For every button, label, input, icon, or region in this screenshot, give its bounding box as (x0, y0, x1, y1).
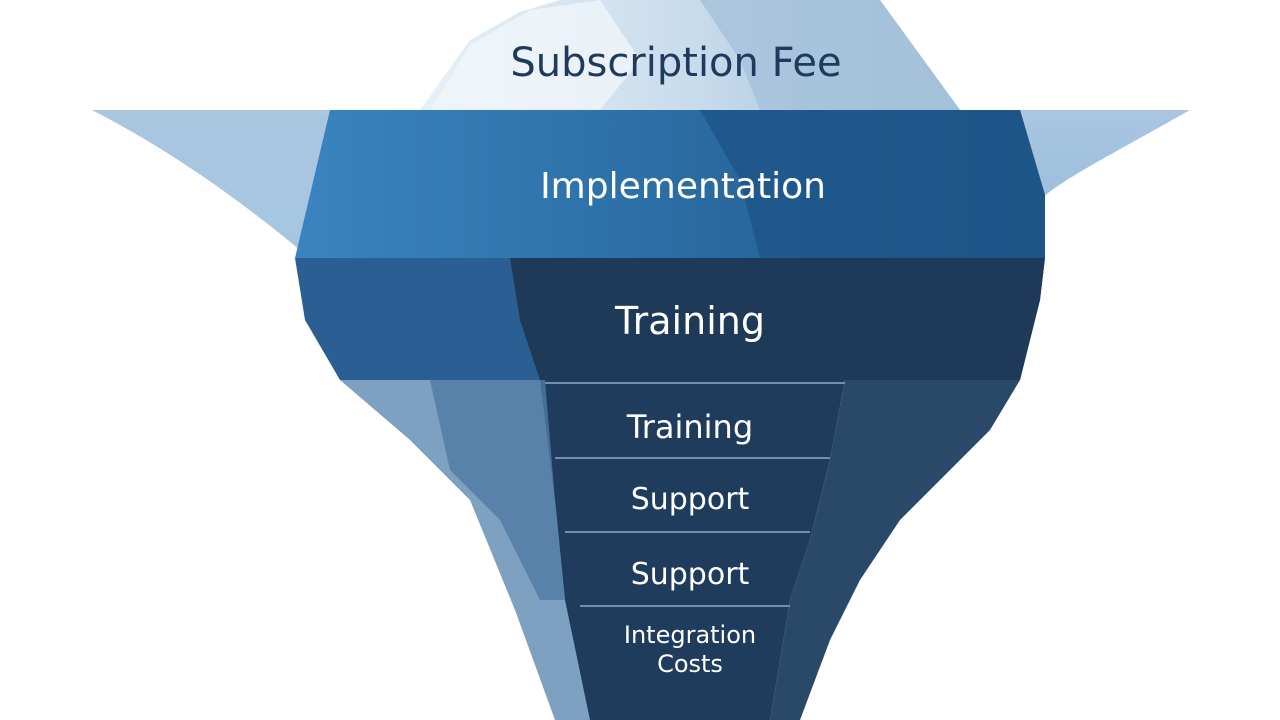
iceberg-lower-right (770, 380, 1020, 720)
label-support-2: Support (631, 557, 750, 592)
iceberg-tip-light (430, 0, 640, 110)
band-implementation-dark (700, 110, 1045, 258)
iceberg-lower-core (540, 380, 845, 720)
label-implementation: Implementation (540, 166, 826, 207)
iceberg-lower-midleft (430, 380, 565, 600)
label-support-1: Support (631, 482, 750, 517)
iceberg-tip-shade (700, 0, 960, 110)
label-subscription-fee: Subscription Fee (510, 40, 841, 86)
water-surface-left-shade (92, 110, 330, 250)
band-training-upper-dark (510, 258, 1045, 380)
label-integration: Integration (624, 621, 756, 649)
label-costs: Costs (657, 650, 723, 678)
label-training-2: Training (626, 408, 753, 446)
label-training-1: Training (614, 299, 765, 343)
